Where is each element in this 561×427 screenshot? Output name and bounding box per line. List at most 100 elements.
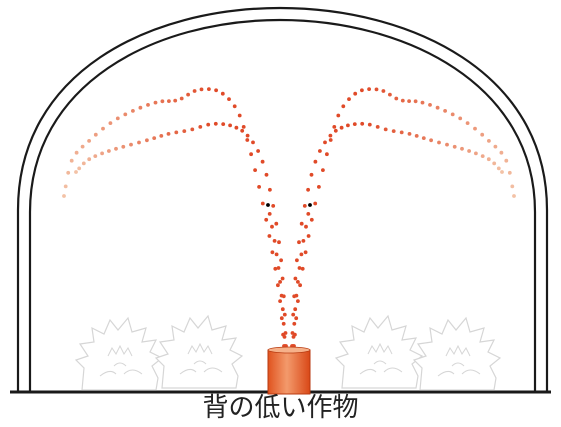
spray-dot: [321, 168, 325, 173]
spray-dot: [174, 130, 179, 135]
spray-dot: [270, 224, 274, 229]
spray-dot: [420, 100, 425, 105]
spray-dot: [294, 316, 299, 321]
spray-dot: [131, 109, 135, 113]
spray-dot: [138, 105, 143, 110]
spray-dot: [299, 252, 304, 257]
spray-dot: [308, 203, 312, 207]
water-spray-dots-icon: [62, 87, 516, 348]
spray-dot: [241, 125, 246, 129]
spray-dot: [101, 126, 105, 131]
spray-dot: [413, 99, 418, 104]
spray-dot: [123, 112, 128, 117]
spray-dot: [107, 149, 111, 153]
spray-dot: [313, 201, 318, 206]
spray-dot: [346, 123, 350, 128]
spray-dot: [192, 89, 197, 93]
spray-dot: [81, 161, 86, 166]
spray-dot: [282, 312, 287, 317]
spray-dot: [264, 217, 269, 222]
spray-dot: [394, 96, 399, 101]
spray-dot: [115, 116, 120, 121]
spray-dot: [173, 98, 178, 103]
spray-dot: [499, 150, 504, 155]
spray-dot: [325, 152, 329, 157]
spray-dot: [399, 130, 404, 135]
spray-dot: [504, 158, 509, 163]
spray-dot: [114, 146, 118, 151]
spray-dot: [253, 168, 257, 173]
spray-dot: [333, 128, 338, 133]
spray-dot: [480, 154, 485, 159]
spray-dot: [391, 129, 396, 134]
spray-dot: [407, 132, 412, 136]
spray-dot: [496, 166, 501, 171]
spray-dot: [460, 146, 464, 151]
spray-dot: [493, 144, 498, 149]
spray-dot: [251, 140, 255, 145]
spray-dot: [228, 123, 233, 128]
spray-dot: [300, 266, 305, 271]
spray-dot: [467, 149, 471, 153]
spray-dot: [297, 266, 302, 270]
spray-dot: [492, 161, 497, 166]
spray-dot: [313, 159, 318, 164]
spray-dot: [296, 280, 300, 284]
spray-dot: [309, 217, 314, 222]
spray-dot: [400, 98, 405, 103]
spray-dot: [428, 103, 432, 107]
spray-dot: [367, 122, 372, 127]
spray-dot: [407, 99, 411, 103]
spray-dot: [332, 125, 337, 129]
spray-dot: [186, 92, 191, 97]
spray-dot: [291, 335, 296, 339]
spray-dot: [414, 134, 419, 138]
spray-dot: [465, 121, 470, 125]
spray-dot: [69, 158, 74, 163]
spray-dot: [268, 187, 272, 192]
spray-dot: [87, 157, 92, 162]
spray-dot: [278, 299, 282, 303]
spray-dot: [279, 258, 283, 263]
spray-dot: [352, 122, 357, 126]
spray-dot: [240, 128, 245, 133]
spray-dot: [80, 144, 85, 149]
spray-dot: [292, 321, 297, 326]
spray-dot: [293, 276, 298, 281]
spray-dot: [159, 134, 164, 138]
spray-dot: [207, 87, 211, 91]
spray-dot: [74, 150, 79, 155]
spray-dot: [234, 125, 239, 130]
spray-dot: [341, 104, 346, 109]
spray-dot: [309, 172, 314, 177]
spray-dot: [276, 283, 280, 288]
spray-dot: [87, 139, 91, 143]
spray-dot: [486, 157, 491, 162]
spray-dot: [279, 316, 284, 321]
spray-dot: [473, 126, 477, 131]
spray-dot: [266, 203, 270, 207]
spray-dot: [245, 133, 250, 138]
spray-dot: [273, 266, 278, 271]
spray-dot: [347, 97, 351, 101]
spray-dot: [121, 144, 126, 149]
spray-dot: [206, 122, 211, 127]
spray-dot: [260, 201, 265, 206]
spray-dot: [267, 234, 272, 238]
spray-dot: [383, 127, 388, 132]
spray-dot: [295, 258, 299, 263]
spray-dot: [232, 104, 237, 109]
spray-dot: [443, 109, 447, 113]
spray-dot: [429, 138, 433, 143]
spray-dot: [199, 87, 204, 92]
spray-dot: [317, 185, 321, 189]
spray-dot: [360, 88, 364, 93]
spray-dot: [145, 138, 149, 143]
spray-dot: [283, 331, 288, 335]
spray-dot: [260, 159, 265, 164]
spray-dot: [293, 307, 298, 312]
spray-dot: [296, 299, 300, 303]
spray-dot: [291, 312, 296, 317]
spray-dot: [167, 99, 171, 103]
spray-dot: [264, 172, 269, 177]
